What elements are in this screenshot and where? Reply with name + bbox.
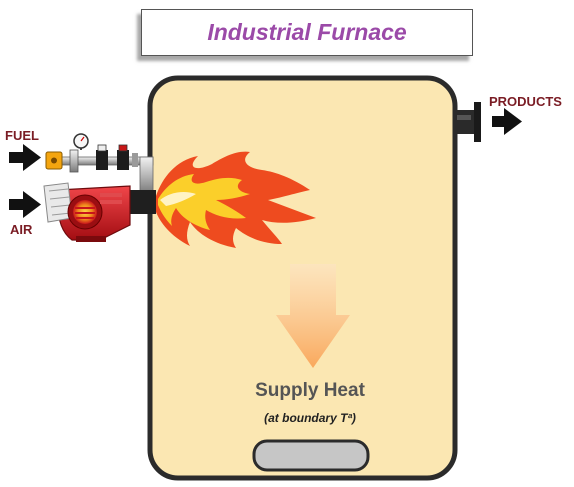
burner-flame [156,151,316,248]
boundary-temperature-note: (at boundary Tª) [264,411,356,425]
title-box: Industrial Furnace [141,9,473,56]
diagram-title: Industrial Furnace [207,19,407,45]
furnace-hatch [252,439,370,472]
products-arrow [492,108,522,135]
supply-heat-label: Supply Heat [255,380,365,401]
heat-arrow [276,264,350,368]
burner-blower [43,182,156,242]
fuel-train [45,133,154,194]
air-label: AIR [10,222,33,237]
products-outlet [455,102,481,142]
fuel-arrow [9,144,41,171]
air-arrow [9,191,41,218]
products-label: PRODUCTS [489,94,562,109]
fuel-label: FUEL [5,128,39,143]
